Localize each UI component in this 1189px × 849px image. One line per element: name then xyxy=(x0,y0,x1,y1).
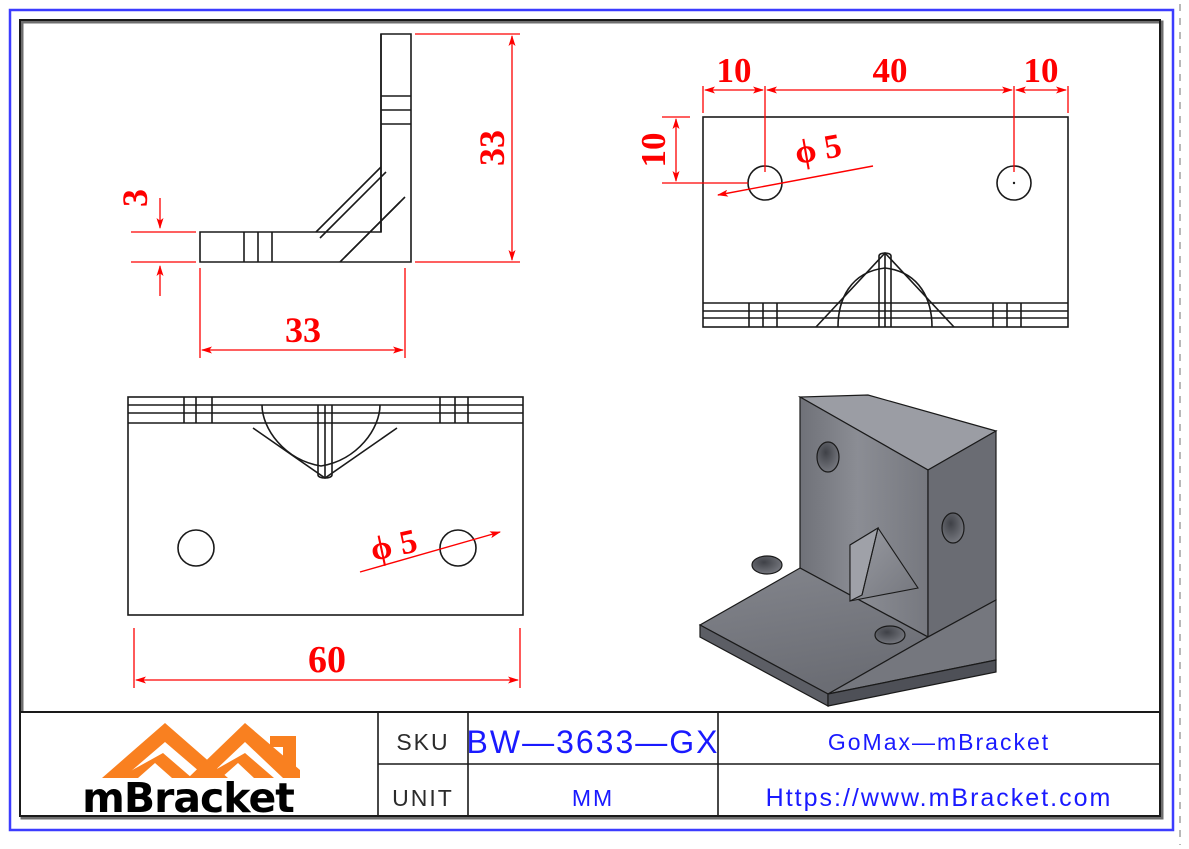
callout-front-diameter: ϕ 5 xyxy=(717,127,874,197)
dim-thickness-3 xyxy=(131,198,196,296)
label-sku: SKU xyxy=(396,729,449,755)
callout-label-diameter: ϕ 5 xyxy=(792,127,844,172)
outer-blue-border xyxy=(8,8,1175,832)
value-unit: MM xyxy=(572,785,614,811)
callout-plan-diameter: ϕ 5 xyxy=(359,523,501,573)
dim-label-thickness-3: 3 xyxy=(115,189,155,207)
front-elevation-view: 10 40 10 10 ϕ 5 xyxy=(634,51,1069,328)
value-sku: BW—3633—GX xyxy=(467,724,720,760)
iso-gusset-edge xyxy=(861,527,879,596)
side-profile-view: 33 3 33 xyxy=(115,33,520,358)
dim-depth-33 xyxy=(199,268,406,358)
roofline-logo-icon xyxy=(102,723,300,778)
value-website: Https://www.mBracket.com xyxy=(766,784,1113,812)
plan-view-hole-left xyxy=(177,529,215,567)
label-unit: UNIT xyxy=(392,785,454,811)
dim-label-edge-left-10: 10 xyxy=(717,51,752,90)
inner-drawing-frame xyxy=(19,19,1161,817)
leader-line xyxy=(359,531,501,573)
isometric-3d-view xyxy=(698,394,998,708)
iso-hole-vertical-lower xyxy=(941,512,965,544)
dim-label-hole-span-40: 40 xyxy=(873,51,908,90)
dim-chain-front-horizontal xyxy=(702,86,1069,172)
dim-label-edge-right-10: 10 xyxy=(1024,51,1059,90)
dim-width-60 xyxy=(133,628,521,688)
title-block: mBracket SKU BW—3633—GX GoMax—mBracket U… xyxy=(19,711,1164,822)
callout-label-diameter: ϕ 5 xyxy=(367,523,420,569)
dim-label-width-60: 60 xyxy=(308,639,346,681)
iso-hole-horizontal-left xyxy=(751,555,783,575)
logo-wordmark: mBracket xyxy=(82,774,294,822)
value-brand: GoMax—mBracket xyxy=(828,729,1050,755)
plan-view-hole-right xyxy=(439,529,477,567)
plan-gusset-inner xyxy=(261,404,381,467)
front-hole-center-mark xyxy=(1012,181,1016,185)
plan-gusset-cap xyxy=(317,474,333,479)
leader-line xyxy=(717,165,874,197)
frame-shadow xyxy=(20,20,1164,820)
dim-label-height-33: 33 xyxy=(472,130,512,166)
side-view-gusset-upper-b xyxy=(319,171,387,239)
side-view-gusset-upper-a xyxy=(315,166,382,233)
front-gusset-cap xyxy=(878,252,892,257)
plan-view: ϕ 5 60 xyxy=(127,396,524,688)
dim-height-33 xyxy=(415,33,520,263)
side-view-gusset-lower-b xyxy=(344,201,401,258)
dim-label-hole-offset-10: 10 xyxy=(634,133,673,168)
iso-hole-vertical-upper xyxy=(816,441,840,473)
page-border-group xyxy=(8,4,1181,845)
side-view-l-outline xyxy=(199,33,412,263)
plan-view-plate-outline xyxy=(127,396,524,616)
dim-front-vertical-10 xyxy=(662,116,748,184)
dim-label-depth-33: 33 xyxy=(285,310,321,350)
iso-horizontal-leg-right-edge xyxy=(827,659,997,707)
iso-hole-horizontal-right xyxy=(874,625,906,645)
